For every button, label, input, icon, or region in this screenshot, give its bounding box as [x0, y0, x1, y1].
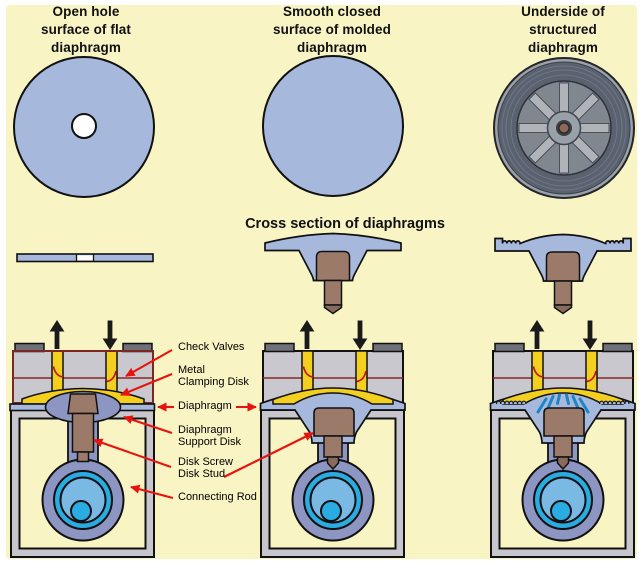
structure-ribs — [536, 393, 590, 414]
arrow-disk-screw-stud-left — [93, 438, 172, 468]
disk-screw — [67, 393, 99, 415]
arrow-diaphragm-support-disk — [123, 415, 173, 434]
top-view-structured-diaphragm — [493, 57, 635, 199]
corrugation-right — [599, 400, 630, 405]
label-arrows — [93, 349, 314, 500]
label-disk-screw-stud: Disk Screw Disk Stud — [178, 456, 234, 481]
label-diaphragm: Diaphragm — [178, 400, 232, 412]
arrow-connecting-rod — [130, 484, 174, 500]
cross-section-structured — [494, 233, 632, 315]
arrow-disk-screw-stud-right — [223, 432, 314, 478]
cross-section-molded — [264, 232, 402, 315]
diaphragm-hole — [71, 113, 97, 139]
arrow-metal-clamping-disk — [120, 373, 173, 396]
top-view-molded-diaphragm — [262, 55, 404, 197]
disk-stud — [71, 412, 95, 453]
label-metal-clamping-disk: Metal Clamping Disk — [178, 364, 249, 389]
pump-diagram-molded — [259, 319, 406, 558]
label-diaphragm-support-disk: Diaphragm Support Disk — [178, 424, 241, 449]
disk-stud — [553, 435, 573, 458]
top-view-flat-diaphragm — [13, 56, 155, 198]
corrugation-left — [495, 400, 527, 405]
label-connecting-rod: Connecting Rod — [178, 491, 257, 503]
diaphragm-support-disk — [313, 407, 355, 437]
label-check-valves: Check Valves — [178, 341, 245, 353]
pump-diagram-flat — [9, 319, 156, 558]
disk-stud — [323, 435, 343, 458]
title-flat-diaphragm: Open hole surface of flat diaphragm — [40, 4, 132, 55]
cross-section-flat — [16, 253, 154, 263]
pump-diagram-structured — [489, 319, 636, 558]
title-molded-diaphragm: Smooth closed surface of molded diaphrag… — [273, 4, 391, 55]
hub-stud-center — [558, 122, 570, 134]
title-structured-diaphragm: Underside of structured diaphragm — [521, 4, 605, 55]
metal-clamping-disk — [272, 387, 394, 405]
cross-section-heading: Cross section of diaphragms — [245, 216, 445, 232]
diaphragm-support-disk — [543, 407, 585, 437]
arrow-check-valves — [125, 349, 173, 377]
